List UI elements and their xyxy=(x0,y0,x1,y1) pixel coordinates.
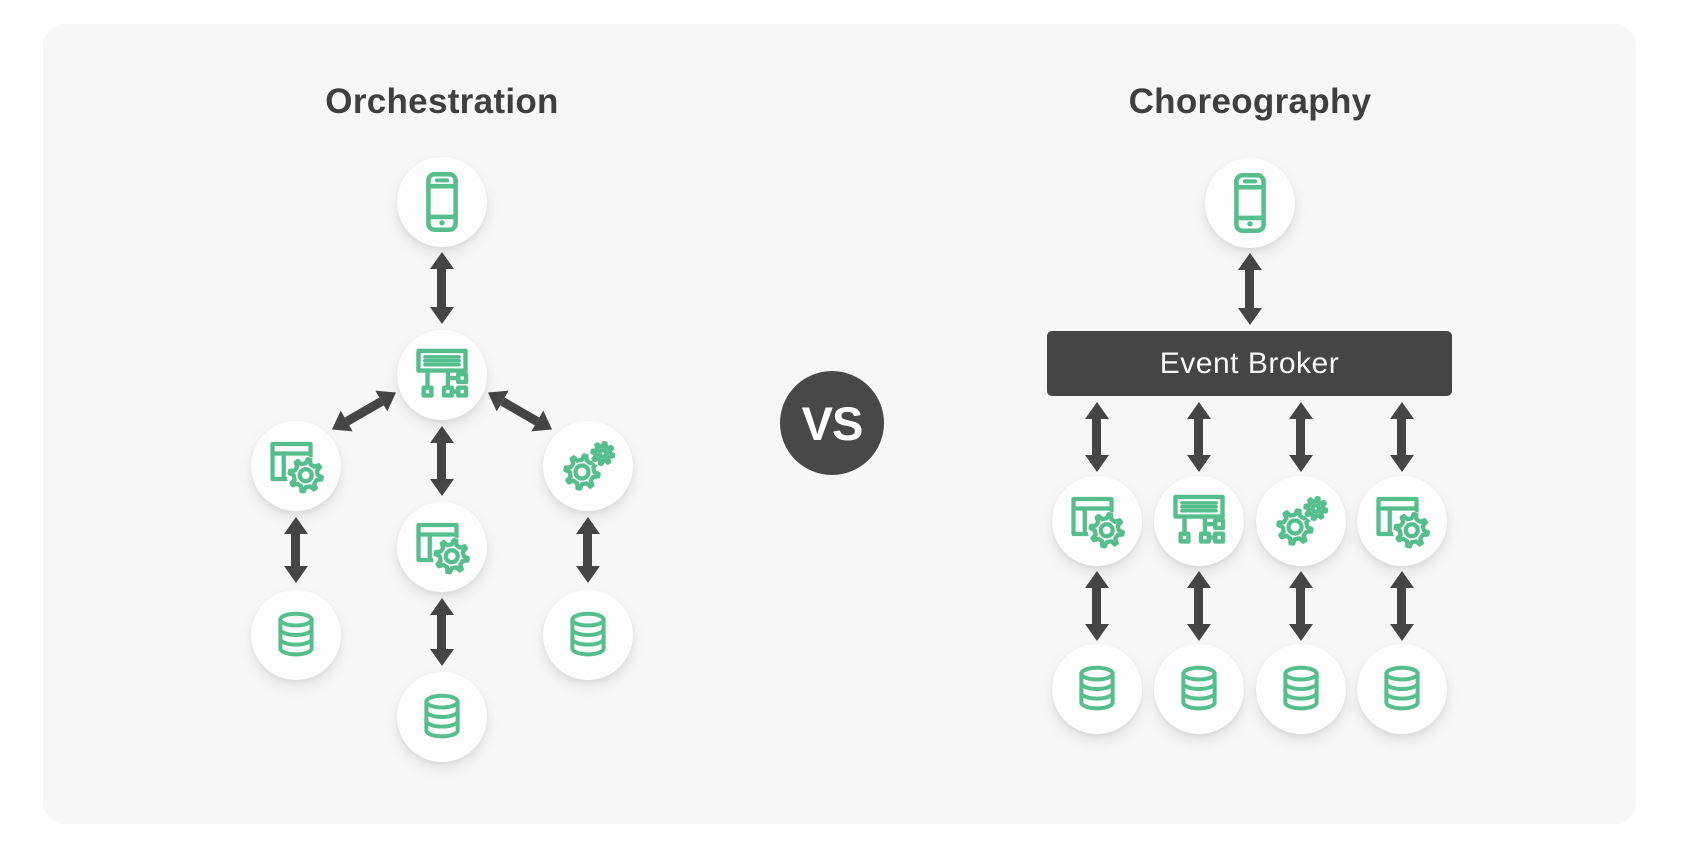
arrow-shaft xyxy=(1397,419,1407,455)
event-broker-label: Event Broker xyxy=(1159,346,1340,380)
double-headed-arrow xyxy=(1186,402,1212,472)
node-orchestration-client xyxy=(397,157,487,247)
arrowhead xyxy=(576,566,600,583)
app-window-gear-icon xyxy=(1376,496,1431,550)
node-choreography-database-1 xyxy=(1052,644,1142,734)
arrowhead xyxy=(1390,571,1414,588)
sitemap-icon xyxy=(416,348,469,398)
arrowhead xyxy=(1085,571,1109,588)
arrow-shaft xyxy=(1397,588,1407,624)
arrowhead xyxy=(1289,402,1313,419)
app-window-gear-icon xyxy=(416,522,471,576)
node-orchestration-database-b xyxy=(397,672,487,762)
arrowhead xyxy=(1390,455,1414,472)
orchestration-title: Orchestration xyxy=(325,82,559,121)
database-icon xyxy=(1384,665,1420,711)
double-headed-arrow xyxy=(575,517,601,583)
database-icon xyxy=(424,693,460,739)
arrowhead xyxy=(430,307,454,324)
choreography-title: Choreography xyxy=(1128,82,1372,121)
double-headed-arrow xyxy=(1237,253,1263,325)
node-choreography-database-4 xyxy=(1357,644,1447,734)
arrowhead xyxy=(1187,624,1211,641)
arrowhead xyxy=(284,566,308,583)
arrowhead xyxy=(1238,308,1262,325)
double-headed-arrow xyxy=(429,598,455,666)
arrowhead xyxy=(1085,455,1109,472)
vs-label: VS xyxy=(801,396,864,450)
double-headed-arrow xyxy=(283,517,309,583)
arrowhead xyxy=(430,426,454,443)
smartphone-icon xyxy=(1234,173,1266,233)
arrowhead xyxy=(1187,455,1211,472)
arrow-shaft xyxy=(1194,419,1204,455)
node-choreography-database-3 xyxy=(1256,644,1346,734)
arrowhead xyxy=(1390,402,1414,419)
node-choreography-service-1 xyxy=(1052,476,1142,566)
node-orchestration-database-a xyxy=(251,590,341,680)
double-headed-arrow xyxy=(429,252,455,324)
arrow-shaft xyxy=(1092,588,1102,624)
node-choreography-database-2 xyxy=(1154,644,1244,734)
arrowhead xyxy=(1187,402,1211,419)
event-broker-bar: Event Broker xyxy=(1047,331,1452,396)
node-choreography-service-4 xyxy=(1357,476,1447,566)
double-headed-arrow xyxy=(429,426,455,496)
database-icon xyxy=(1283,665,1319,711)
app-window-gear-icon xyxy=(270,441,325,495)
node-orchestration-service-c xyxy=(543,421,633,511)
app-window-gear-icon xyxy=(1071,496,1126,550)
arrowhead xyxy=(1085,402,1109,419)
double-headed-arrow xyxy=(1084,402,1110,472)
node-orchestration-service-b xyxy=(397,502,487,592)
double-headed-arrow xyxy=(1084,571,1110,641)
arrowhead xyxy=(576,517,600,534)
arrowhead xyxy=(284,517,308,534)
arrowhead xyxy=(1085,624,1109,641)
database-icon xyxy=(278,611,314,657)
arrowhead xyxy=(1238,253,1262,270)
arrowhead xyxy=(1289,455,1313,472)
node-orchestration-service-a xyxy=(251,421,341,511)
double-headed-arrow xyxy=(1389,402,1415,472)
double-headed-arrow xyxy=(1288,571,1314,641)
arrow-shaft xyxy=(1194,588,1204,624)
database-icon xyxy=(1181,665,1217,711)
node-choreography-service-2 xyxy=(1154,476,1244,566)
node-choreography-service-3 xyxy=(1256,476,1346,566)
arrow-shaft xyxy=(437,615,447,649)
gears-icon xyxy=(563,440,616,491)
database-icon xyxy=(1079,665,1115,711)
arrowhead xyxy=(430,479,454,496)
arrowhead xyxy=(430,649,454,666)
database-icon xyxy=(570,611,606,657)
arrow-shaft xyxy=(1296,419,1306,455)
sitemap-icon xyxy=(1173,494,1226,544)
arrowhead xyxy=(1390,624,1414,641)
arrow-shaft xyxy=(1092,419,1102,455)
arrowhead xyxy=(430,252,454,269)
arrowhead xyxy=(1289,571,1313,588)
double-headed-arrow xyxy=(1186,571,1212,641)
gears-icon xyxy=(1276,495,1329,546)
double-headed-arrow xyxy=(1288,402,1314,472)
smartphone-icon xyxy=(426,172,458,232)
double-headed-arrow xyxy=(1389,571,1415,641)
arrow-shaft xyxy=(291,534,301,566)
arrow-shaft xyxy=(1245,270,1255,308)
node-choreography-client xyxy=(1205,158,1295,248)
node-orchestration-database-c xyxy=(543,590,633,680)
arrowhead xyxy=(1187,571,1211,588)
node-orchestration-orchestrator xyxy=(397,330,487,420)
arrow-shaft xyxy=(437,269,447,307)
arrow-shaft xyxy=(437,443,447,479)
arrowhead xyxy=(430,598,454,615)
arrow-shaft xyxy=(583,534,593,566)
vs-badge: VS xyxy=(780,371,884,475)
arrowhead xyxy=(1289,624,1313,641)
arrow-shaft xyxy=(1296,588,1306,624)
